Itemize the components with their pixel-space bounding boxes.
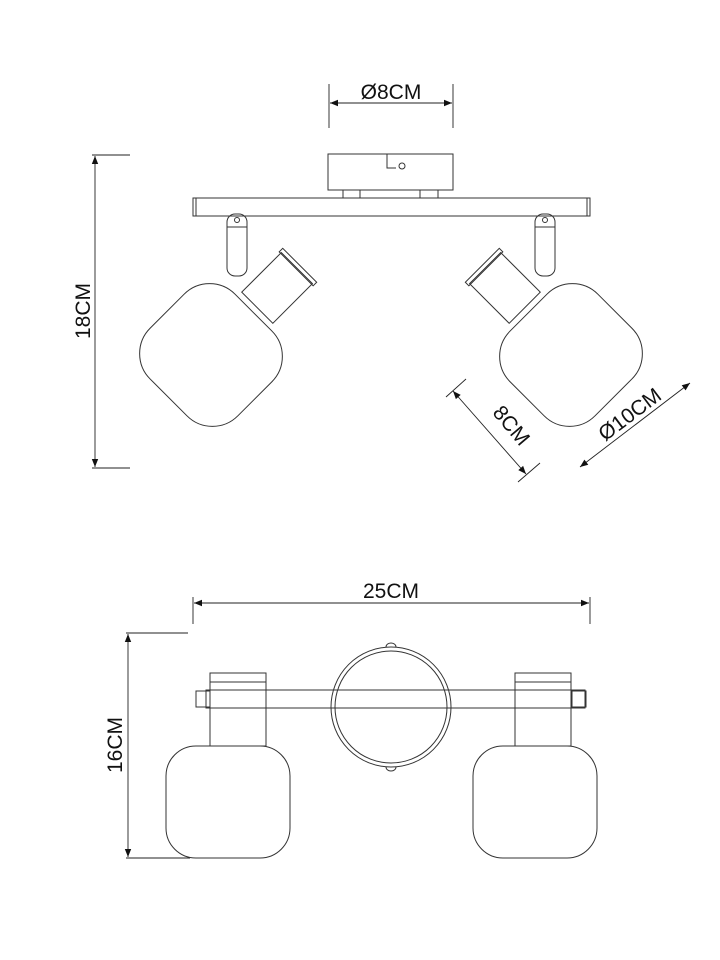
height-label: 18CM [72,283,95,339]
canopy-diameter-dimension: Ø8CM [328,81,454,128]
top-view: 25CM 16CM [104,580,598,859]
top-mount-bar [205,689,586,709]
width-dimension: 25CM [192,580,591,624]
depth-dimension: 16CM [104,632,190,859]
mount-bar [192,197,591,217]
shade-diameter-label: Ø10CM [594,384,666,446]
height-dimension: 18CM [72,154,130,469]
side-view: Ø8CM 18CM [72,81,691,483]
depth-label: 16CM [104,717,127,773]
round-canopy [330,642,452,772]
shade-depth-label: 8CM [488,401,534,450]
shade-diameter-dimension: Ø10CM [579,382,691,468]
left-lamp-top [165,672,291,859]
left-spotlight [139,213,318,427]
width-label: 25CM [363,580,419,603]
canopy-diameter-label: Ø8CM [361,81,422,104]
right-lamp-top [472,672,598,859]
shade-depth-dimension: 8CM [445,378,541,483]
canopy [327,153,454,198]
